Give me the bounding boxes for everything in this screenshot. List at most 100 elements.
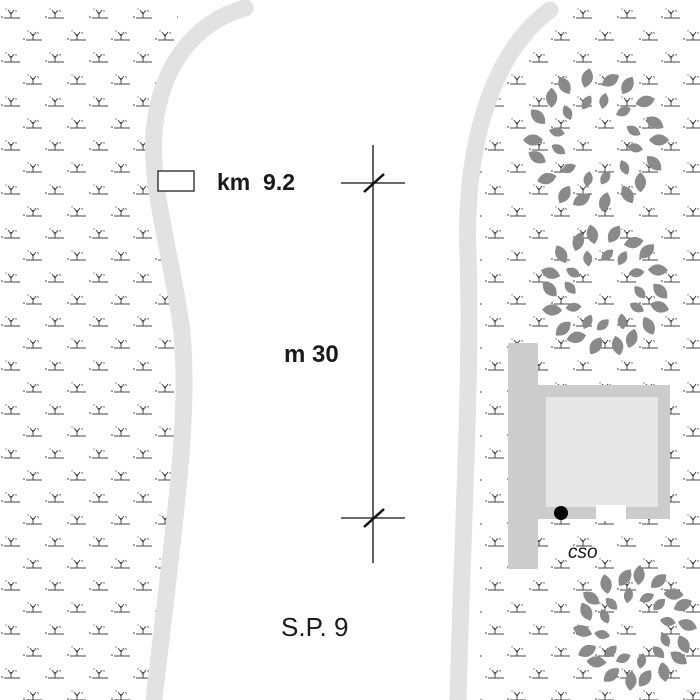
tree-leaf [583, 250, 593, 267]
dimension-line [341, 145, 405, 563]
tree-leaf [599, 93, 609, 109]
tree-leaf [623, 236, 644, 249]
tree-leaf [564, 281, 576, 294]
tree-leaf [555, 321, 571, 336]
tree-leaf [626, 125, 641, 136]
tree-leaf [619, 160, 630, 175]
tree-leaf [673, 599, 692, 612]
tree-leaf [660, 632, 670, 648]
structure-interior [546, 397, 658, 507]
tree-leaf [659, 616, 676, 626]
distance-label: m 30 [284, 341, 339, 368]
tree-leaf [542, 281, 557, 297]
tree-leaf [558, 185, 571, 204]
tree-leaf [621, 76, 634, 95]
tree-leaf [621, 185, 634, 204]
tree-leaf [625, 670, 637, 691]
cso-label: cso [568, 542, 598, 563]
tree-leaf [586, 656, 607, 668]
tree-leaf [566, 267, 581, 278]
tree-leaf [530, 109, 546, 124]
tree-leaf [634, 172, 647, 193]
tree-leaf [583, 171, 593, 187]
structure-opening [596, 505, 626, 521]
tree-leaf [637, 652, 647, 669]
tree-leaf [589, 337, 603, 355]
tree-leaf [616, 106, 631, 117]
tree-leaf [628, 268, 645, 278]
tree-leaf [623, 587, 633, 604]
tree-leaf [565, 302, 582, 312]
tree-leaf [545, 87, 558, 108]
tree-icon [540, 224, 670, 356]
tree-leaf [635, 95, 655, 108]
tree-leaf [580, 602, 593, 621]
tree-leaf [566, 331, 587, 344]
tree-leaf [647, 264, 668, 276]
tree-leaf [582, 314, 593, 329]
tree-leaf [629, 302, 644, 313]
tree-leaf [540, 267, 561, 279]
tree-leaf [558, 76, 571, 95]
tree-leaf [594, 630, 611, 640]
tree-leaf [549, 127, 565, 137]
tree-leaf [651, 574, 667, 588]
tree-leaf [601, 74, 620, 87]
tree-leaf [603, 668, 619, 682]
tree-leaf [611, 335, 624, 356]
road-name-label: S.P. 9 [281, 612, 348, 642]
tree-leaf [633, 565, 645, 586]
tree-leaf [646, 116, 664, 129]
tree-leaf [600, 608, 610, 624]
tree-leaf [617, 251, 628, 266]
tree-leaf [561, 163, 576, 174]
tree-leaf [652, 646, 665, 658]
tree-leaf [523, 134, 543, 146]
tree-leaf [601, 249, 614, 261]
tree-leaf [605, 645, 617, 658]
structure-wall-vertical [508, 343, 538, 569]
tree-leaf [646, 156, 662, 171]
tree-leaf [670, 651, 687, 665]
tree-leaf [599, 192, 611, 212]
tree-leaf [572, 193, 591, 206]
tree-leaf [625, 328, 638, 349]
tree-leaf [607, 225, 621, 243]
tree-leaf [551, 144, 566, 155]
tree-leaf [639, 244, 655, 259]
tree-leaf [615, 653, 631, 663]
tree-leaf [677, 635, 690, 654]
tree-leaf [528, 151, 546, 164]
tree-icon [523, 68, 669, 212]
tree-leaf [573, 625, 592, 637]
tree-leaf [639, 593, 655, 603]
tree-leaf [600, 574, 612, 594]
tree-leaf [627, 143, 643, 153]
tree-leaf [634, 286, 646, 299]
outlet-point-dot [554, 506, 568, 520]
tree-leaf [581, 68, 593, 88]
tree-leaf [581, 95, 592, 110]
tree-leaf [649, 301, 670, 313]
outfall-structure [508, 343, 670, 569]
dimension-tick-top [363, 173, 385, 193]
tree-leaf [653, 598, 665, 611]
tree-leaf [586, 224, 599, 245]
tree-leaf [678, 619, 697, 631]
tree-leaf [542, 304, 563, 316]
tree-leaf [583, 591, 600, 605]
tree-leaf [649, 134, 669, 146]
tree-leaf [658, 662, 670, 682]
tree-leaf [600, 170, 611, 185]
tree-leaf [653, 283, 668, 299]
tree-leaf [638, 670, 652, 687]
road-surface [149, 0, 552, 700]
km-marker-box [157, 170, 195, 192]
tree-leaf [642, 316, 655, 335]
tree-leaf [596, 319, 609, 331]
dimension-tick-bottom [363, 508, 385, 528]
tree-leaf [618, 569, 632, 586]
road-edge-left [145, 0, 254, 700]
